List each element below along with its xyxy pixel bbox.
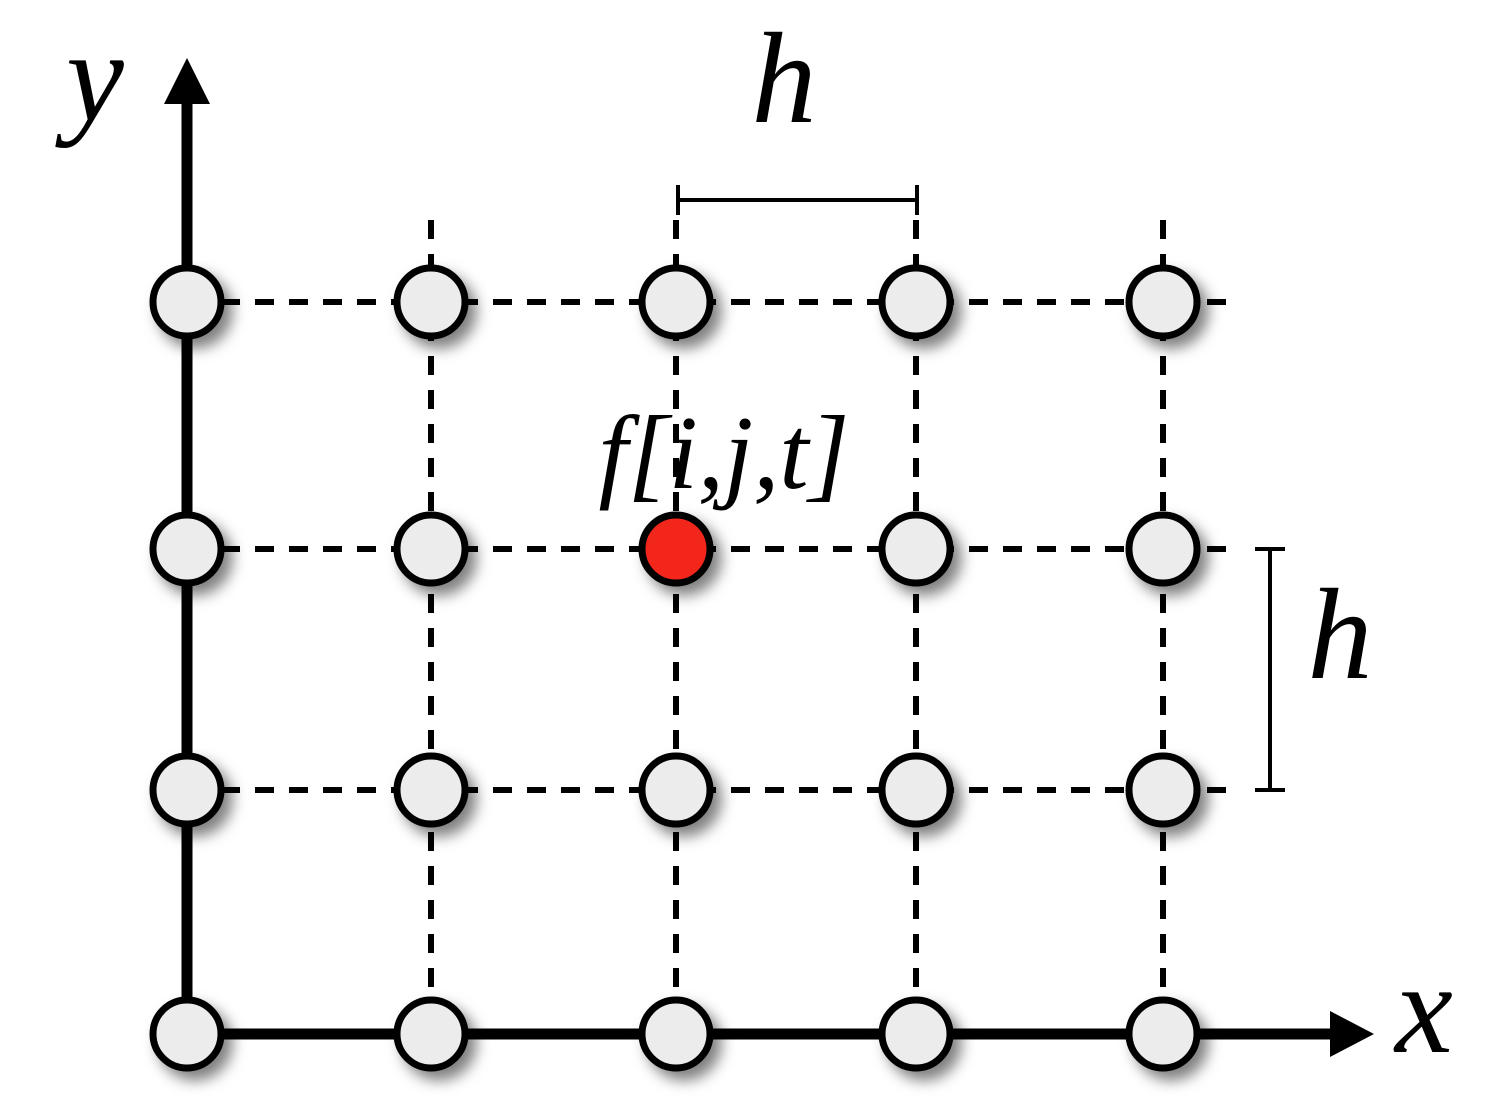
grid-node (149, 752, 225, 828)
grid-node (1125, 264, 1201, 340)
grid-node (638, 996, 714, 1072)
spacing-brackets (676, 185, 1285, 792)
grid-node (1125, 511, 1201, 587)
grid-node (393, 752, 469, 828)
h-spacing-right-label: h (1308, 563, 1373, 707)
grid-node (878, 264, 954, 340)
grid-node (393, 996, 469, 1072)
highlighted-grid-node (638, 511, 714, 587)
grid-node (393, 511, 469, 587)
grid-node (878, 752, 954, 828)
grid-dashed-lines (187, 220, 1240, 1034)
grid-node (878, 511, 954, 587)
grid-node (393, 264, 469, 340)
grid-node (1125, 752, 1201, 828)
h-spacing-top-label: h (752, 7, 817, 151)
grid-node (878, 996, 954, 1072)
x-axis-arrowhead-icon (1330, 1011, 1374, 1057)
y-axis-label: y (55, 5, 124, 149)
grid-node (149, 996, 225, 1072)
grid-nodes (149, 264, 1201, 1072)
x-axis-label: x (1393, 937, 1453, 1081)
grid-node (638, 752, 714, 828)
grid-node (149, 511, 225, 587)
grid-node (149, 264, 225, 340)
highlighted-node-label: f[i,j,t] (599, 394, 850, 511)
y-axis-arrowhead-icon (164, 58, 210, 104)
grid-node (638, 264, 714, 340)
grid-node (1125, 996, 1201, 1072)
